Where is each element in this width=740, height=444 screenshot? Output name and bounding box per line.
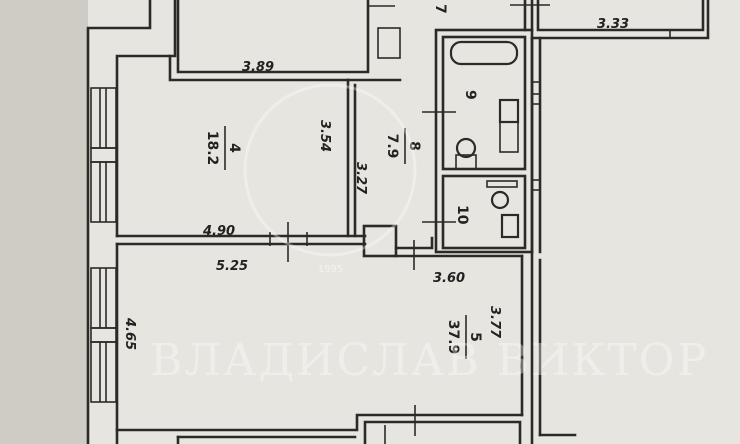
room-8-label: 8 7.9 <box>384 128 422 164</box>
dim-top-room-width: 3.89 <box>242 60 274 75</box>
dim-room5-height-left: 4.65 <box>122 317 137 350</box>
dim-corridor-height: 3.27 <box>353 162 368 195</box>
top-room-walls <box>168 0 402 82</box>
shelf-icon <box>486 180 518 188</box>
toilet-icon <box>455 137 477 159</box>
room5-walls <box>115 254 524 444</box>
toilet-tank-icon <box>455 154 477 170</box>
toilet-2-icon <box>490 190 510 210</box>
room-8-area: 7.9 <box>384 134 400 159</box>
watermark-year: 1995 <box>318 264 343 275</box>
shaft-wall <box>394 236 434 250</box>
room-4-number: 4 <box>226 143 242 153</box>
bathroom-fixtures <box>449 40 520 239</box>
room-5-label: 5 37.9 <box>445 315 483 359</box>
dim-room5-width-right: 3.60 <box>433 271 465 286</box>
window-lower <box>90 267 117 403</box>
room-4-label: 4 18.2 <box>204 126 242 170</box>
room-9-number: 9 <box>462 90 478 100</box>
room-8-number: 8 <box>406 141 422 151</box>
corridor-right-wall <box>530 36 577 444</box>
room-10-number: 10 <box>454 205 470 225</box>
watermark-emblem <box>243 83 417 257</box>
dim-room4-height: 3.54 <box>317 120 332 152</box>
left-exterior-wall <box>86 0 177 444</box>
dim-room5-height-right: 3.77 <box>487 306 502 339</box>
plan-paper <box>88 0 740 444</box>
room-5-number: 5 <box>467 332 483 342</box>
dim-top-right-width: 3.33 <box>597 17 629 32</box>
dim-room5-width-left: 5.25 <box>216 259 248 274</box>
room-5-area: 37.9 <box>445 320 461 355</box>
dim-room4-width: 4.90 <box>202 224 235 239</box>
sink-2-icon <box>500 213 520 239</box>
top-right-room-walls <box>530 0 710 40</box>
room-7-number: 7 <box>432 4 448 14</box>
room-4-area: 18.2 <box>204 131 220 166</box>
window-upper <box>90 87 117 223</box>
ventilation-shaft <box>362 224 398 258</box>
bathtub-icon <box>449 40 519 66</box>
room4-walls <box>115 78 367 262</box>
watermark-text: ВЛАДИСЛАВ ВИКТОР <box>150 335 708 386</box>
cabinet-icon <box>499 121 519 153</box>
